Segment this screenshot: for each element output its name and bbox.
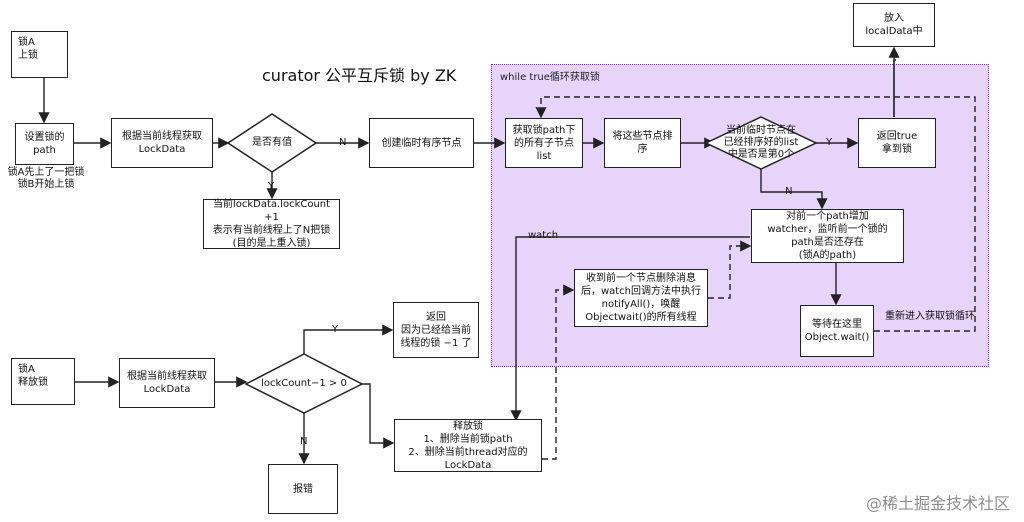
watch-prev-box: 对前一个path增加 watcher，监听前一个锁的 path是否还存在 (锁A… xyxy=(751,209,904,263)
release-lock-box: 释放锁 1、删除当前锁path 2、删除当前thread对应的 LockData xyxy=(394,419,542,472)
wait-here-box: 等待在这里 Object.wait() xyxy=(800,305,874,357)
create-temp-node-box: 创建临时有序节点 xyxy=(369,118,474,168)
lock-a-acquire-box: 锁A 上锁 xyxy=(11,31,68,78)
diagram-title: curator 公平互斥锁 by ZK xyxy=(262,66,457,85)
is-first-yes-label: Y xyxy=(826,137,833,148)
sort-nodes-box: 将这些节点排 序 xyxy=(604,118,681,168)
has-value-text: 是否有值 xyxy=(252,137,292,148)
is-first-text: 当前临时节点在 已经排序好的list 中是否是第0个 xyxy=(723,125,799,160)
error-box: 报错 xyxy=(268,464,338,514)
lock-b-note: 锁A先上了一把锁 锁B开始上锁 xyxy=(7,167,85,190)
notify-box: 收到前一个节点删除消息 后，watch回调方法中执行 notifyAll()，唤… xyxy=(574,269,708,327)
get-lockdata-box: 根据当前线程获取 LockData xyxy=(111,118,213,168)
has-value-yes-label: Y xyxy=(268,181,275,192)
while-loop-label: while true循环获取锁 xyxy=(500,72,600,83)
return-true-box: 返回true 拿到锁 xyxy=(858,118,936,168)
set-lock-path-box: 设置锁的 path xyxy=(15,123,74,165)
lock-a-release-box: 锁A 释放锁 xyxy=(11,358,75,405)
count-no-label: N xyxy=(300,436,308,447)
reentrant-box: 当前lockData.lockCount +1 表示有当前线程上了N把锁 (目的… xyxy=(203,199,340,249)
get-children-box: 获取锁path下 的所有子节点 list xyxy=(505,118,583,168)
put-localdata-box: 放入 localData中 xyxy=(853,3,935,47)
lockcount-text: lockCount−1 > 0 xyxy=(261,378,347,389)
return-release-box: 返回 因为已经给当前 线程的锁 −1 了 xyxy=(393,302,479,358)
watch-label: watch xyxy=(528,230,559,241)
get-lockdata2-box: 根据当前线程获取 LockData xyxy=(119,358,215,408)
edge-count-to-release xyxy=(362,383,395,449)
has-value-no-label: N xyxy=(339,137,347,148)
edge-count-yes xyxy=(303,324,394,354)
count-yes-label: Y xyxy=(332,324,339,335)
is-first-no-label: N xyxy=(785,186,793,197)
watermark: @稀土掘金技术社区 xyxy=(865,494,1010,513)
reenter-loop-label: 重新进入获取锁循环 xyxy=(885,311,975,322)
